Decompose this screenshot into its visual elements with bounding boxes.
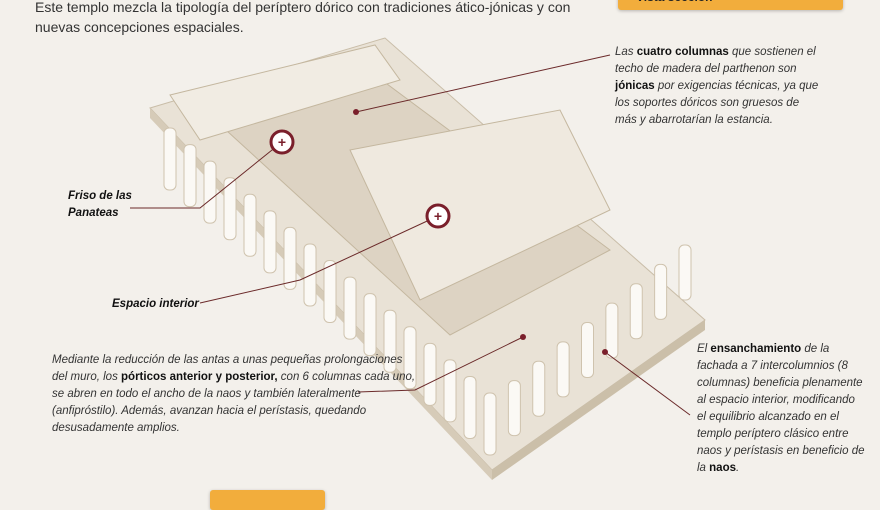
annotation-lines bbox=[130, 54, 691, 416]
label-espacio-interior: Espacio interior bbox=[112, 298, 199, 310]
column bbox=[283, 226, 297, 290]
column bbox=[507, 380, 521, 437]
column bbox=[323, 260, 337, 323]
column bbox=[443, 359, 457, 423]
column bbox=[203, 160, 217, 224]
vista-seccion-button[interactable]: Vista sección bbox=[618, 0, 843, 10]
column bbox=[383, 309, 397, 373]
back-cella bbox=[169, 44, 401, 141]
column bbox=[263, 210, 277, 274]
column bbox=[556, 341, 570, 398]
stylobate-right bbox=[492, 320, 705, 480]
column bbox=[463, 375, 477, 439]
column bbox=[532, 360, 546, 417]
column bbox=[343, 276, 357, 340]
column bbox=[363, 293, 377, 357]
label-friso: Friso de las Panateas bbox=[68, 190, 132, 219]
svg-text:+: + bbox=[434, 208, 442, 224]
column bbox=[629, 283, 643, 340]
column bbox=[223, 177, 237, 241]
intro-text: Este templo mezcla la tipología del perí… bbox=[35, 0, 571, 35]
column bbox=[403, 326, 417, 390]
column bbox=[654, 263, 668, 320]
note-ensanchamiento: El ensanchamiento de la fachada a 7 inte… bbox=[697, 343, 865, 474]
column bbox=[423, 342, 437, 406]
column bbox=[581, 322, 594, 378]
column bbox=[678, 244, 692, 301]
svg-text:+: + bbox=[278, 134, 286, 150]
plus-marker-icon[interactable] bbox=[425, 203, 451, 229]
cella-wall bbox=[349, 109, 611, 301]
column bbox=[483, 392, 497, 456]
bottom-button[interactable] bbox=[210, 490, 325, 510]
info-markers: + + bbox=[269, 109, 608, 355]
plus-marker-icon[interactable] bbox=[269, 129, 295, 155]
note-cuatro-columnas: Las cuatro columnas que sostienen el tec… bbox=[615, 46, 819, 126]
column bbox=[605, 302, 619, 359]
column bbox=[163, 127, 177, 191]
column bbox=[243, 193, 257, 257]
temple-illustration: + + bbox=[130, 37, 706, 480]
column bbox=[183, 144, 197, 208]
note-porticos: Mediante la reducción de las antas a una… bbox=[52, 354, 416, 434]
